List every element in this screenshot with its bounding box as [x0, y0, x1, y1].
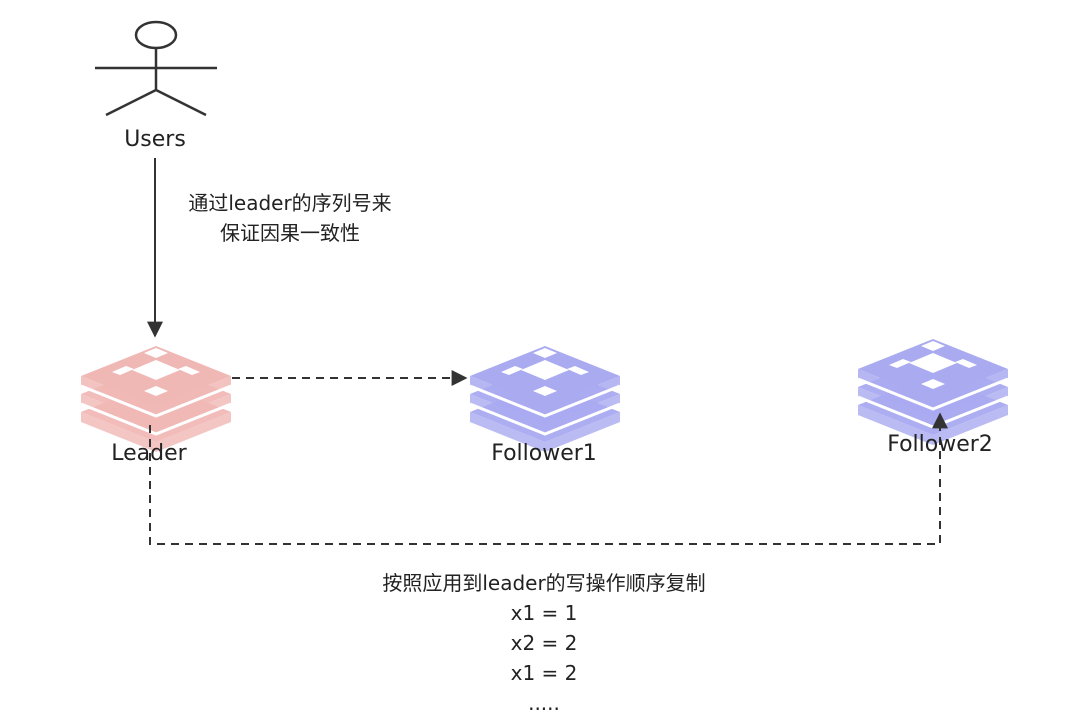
replication-op-2: x2 = 2	[510, 631, 578, 655]
leader-server-icon	[79, 344, 233, 454]
leader-to-follower2-arrow	[149, 412, 948, 545]
follower2-server-icon	[856, 337, 1010, 447]
replication-op-1: x1 = 1	[510, 601, 578, 625]
leader-label: Leader	[111, 441, 187, 466]
note-line-2: 保证因果一致性	[220, 221, 360, 245]
actor-head	[134, 20, 178, 50]
users-actor-icon	[95, 20, 217, 117]
follower2-label: Follower2	[887, 432, 993, 457]
replication-note-title: 按照应用到leader的写操作顺序复制	[382, 571, 706, 595]
replication-ellipsis: .....	[528, 691, 560, 710]
causal-consistency-note: 通过leader的序列号来 保证因果一致性	[188, 188, 391, 248]
note-line-1: 通过leader的序列号来	[188, 191, 392, 215]
replication-order-note: 按照应用到leader的写操作顺序复制 x1 = 1 x2 = 2 x1 = 2…	[382, 568, 705, 710]
actor-left-leg	[105, 88, 157, 117]
users-label: Users	[124, 127, 186, 152]
actor-right-leg	[155, 88, 207, 117]
replication-op-3: x1 = 2	[510, 661, 578, 685]
follower1-server-icon	[468, 344, 622, 454]
follower1-label: Follower1	[491, 441, 597, 466]
